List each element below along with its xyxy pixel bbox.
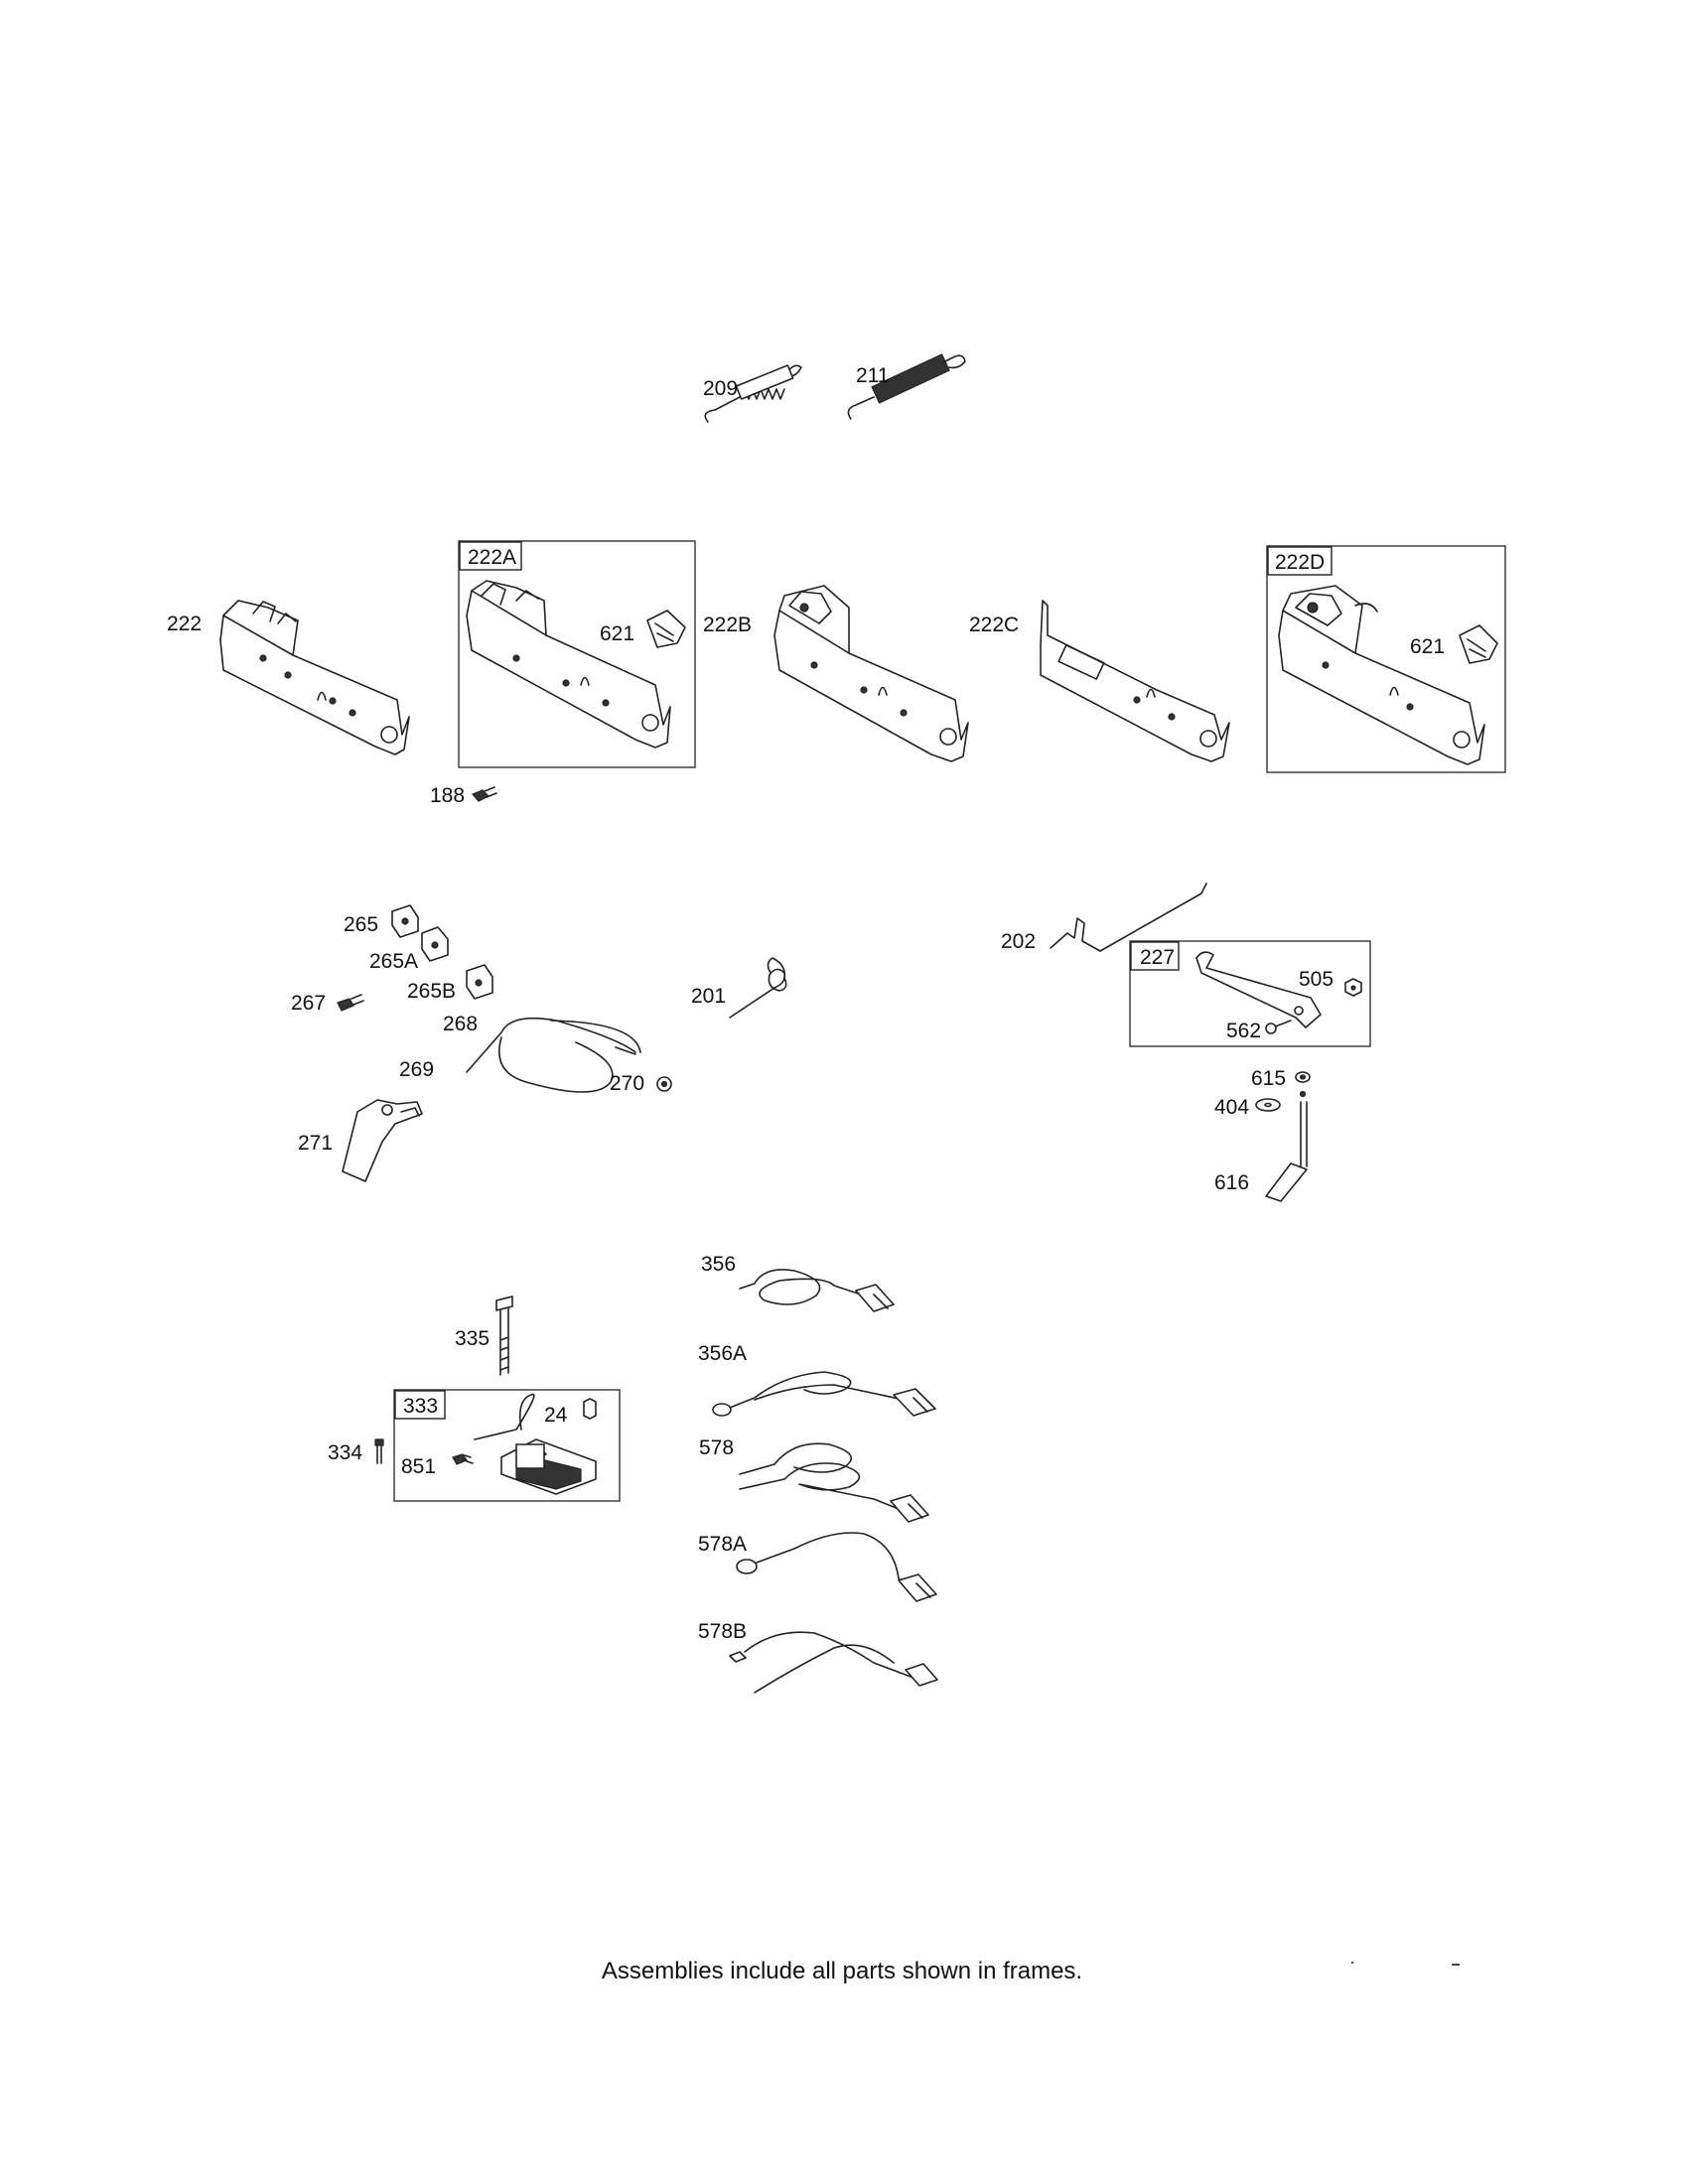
stray-dot: [1350, 1961, 1354, 1965]
label-267: 267: [291, 992, 326, 1015]
label-851: 851: [401, 1455, 436, 1478]
screw-267: [337, 994, 364, 1012]
wire-harness-356: [739, 1269, 895, 1312]
wire-harness-356A: [712, 1371, 936, 1417]
clamp-265: [391, 904, 419, 938]
wire-harness-578A: [736, 1532, 937, 1602]
label-201: 201: [691, 985, 726, 1008]
screw-188: [471, 786, 497, 802]
label-222A: 222A: [468, 546, 516, 569]
label-222B: 222B: [703, 614, 752, 636]
spring-209: [704, 364, 802, 423]
label-505: 505: [1299, 968, 1333, 991]
control-bracket-222A: [466, 580, 671, 749]
assembly-frame-222A: [458, 540, 696, 768]
screw-334: [374, 1438, 384, 1464]
label-334: 334: [328, 1441, 362, 1464]
label-404: 404: [1214, 1096, 1249, 1119]
bracket-271: [342, 1099, 423, 1182]
lever-621-b: [1459, 624, 1498, 664]
assembly-frame-222D: [1266, 545, 1506, 773]
control-bracket-222B: [773, 585, 969, 762]
label-562: 562: [1226, 1020, 1261, 1042]
label-209: 209: [703, 377, 738, 400]
control-cable-268: [466, 1017, 641, 1093]
label-188: 188: [430, 784, 465, 807]
label-578B: 578B: [698, 1620, 747, 1643]
washer-404: [1255, 1098, 1281, 1112]
label-335: 335: [455, 1327, 490, 1350]
label-222C: 222C: [969, 614, 1019, 636]
label-265B: 265B: [407, 980, 456, 1003]
screw-851: [452, 1453, 474, 1465]
label-24: 24: [544, 1404, 568, 1427]
shaft-616: [1265, 1090, 1308, 1202]
label-222D: 222D: [1275, 551, 1325, 574]
wire-harness-578: [739, 1442, 929, 1523]
clamp-265A: [421, 926, 449, 962]
ignition-armature-333: [474, 1393, 597, 1495]
nut-505: [1344, 978, 1362, 997]
wire-harness-578B: [729, 1631, 938, 1694]
bolt-335: [495, 1296, 513, 1376]
nut-615: [1295, 1071, 1311, 1083]
governor-lever-227: [1195, 951, 1322, 1028]
stray-dash: [1452, 1964, 1460, 1966]
wire-24: [583, 1398, 597, 1420]
label-265: 265: [344, 913, 378, 936]
assembly-tag-222A: [459, 541, 522, 571]
label-333: 333: [403, 1395, 438, 1418]
assembly-tag-333: [394, 1390, 446, 1420]
lever-621-a: [646, 610, 686, 648]
label-356A: 356A: [698, 1342, 747, 1365]
nut-270: [656, 1076, 672, 1092]
control-bracket-222D: [1278, 585, 1485, 765]
assembly-tag-227: [1130, 941, 1180, 971]
label-356: 356: [701, 1253, 736, 1276]
label-616: 616: [1214, 1171, 1249, 1194]
spring-201: [729, 957, 787, 1019]
label-227: 227: [1140, 946, 1175, 969]
label-268: 268: [443, 1013, 478, 1035]
label-265A: 265A: [369, 950, 418, 973]
control-bracket-222C: [1040, 600, 1230, 762]
assembly-frame-333: [393, 1389, 621, 1502]
label-269: 269: [399, 1058, 434, 1081]
label-578: 578: [699, 1436, 734, 1459]
control-bracket-222: [219, 600, 410, 755]
label-271: 271: [298, 1132, 333, 1155]
label-578A: 578A: [698, 1533, 747, 1556]
assembly-tag-222D: [1267, 546, 1333, 576]
spring-211: [847, 353, 966, 420]
label-270: 270: [610, 1072, 644, 1095]
label-202: 202: [1001, 930, 1036, 953]
footer-note: Assemblies include all parts shown in fr…: [601, 1958, 1083, 1984]
label-621-b: 621: [1410, 635, 1445, 658]
label-615: 615: [1251, 1067, 1286, 1090]
assembly-frame-227: [1129, 940, 1371, 1047]
governor-link-202: [1050, 883, 1207, 952]
label-211: 211: [856, 364, 889, 387]
label-621-a: 621: [600, 622, 634, 645]
label-222: 222: [167, 613, 202, 635]
bolt-562: [1265, 1020, 1292, 1034]
clamp-265B: [466, 964, 493, 1000]
